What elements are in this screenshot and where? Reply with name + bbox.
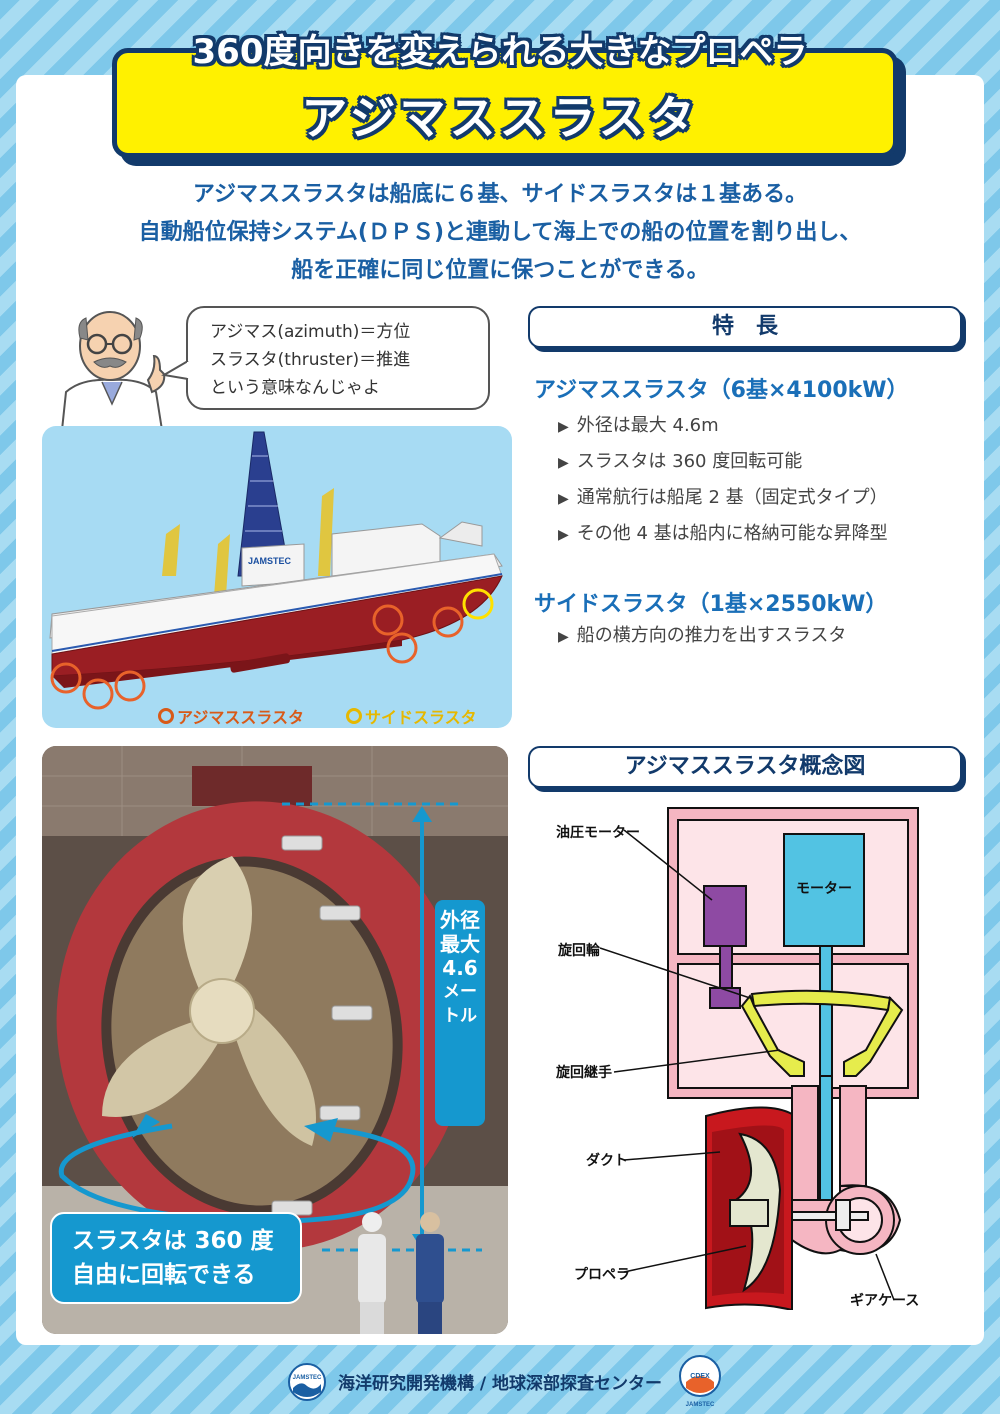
list-item: ▶ 通常航行は船尾 2 基（固定式タイプ） bbox=[558, 480, 888, 516]
label-hydraulic-motor: 油圧モーター bbox=[556, 825, 640, 841]
label-slewing-ring: 旋回輪 bbox=[558, 943, 600, 959]
legend-azimuth-label: アジマススラスタ bbox=[177, 708, 305, 727]
thruster-photo bbox=[42, 746, 508, 1334]
azimuth-thruster-marker bbox=[386, 632, 418, 664]
svg-text:JAMSTEC: JAMSTEC bbox=[293, 1375, 322, 1381]
speech-bubble-tail bbox=[161, 360, 190, 380]
rotation-line: 自由に回転できる bbox=[72, 1262, 256, 1288]
title-box bbox=[112, 48, 898, 158]
azimuth-thruster-marker bbox=[82, 678, 114, 710]
dimension-line: メートル bbox=[443, 982, 477, 1026]
thruster-photo-illustration bbox=[42, 746, 508, 1334]
triangle-bullet-icon: ▶ bbox=[558, 629, 569, 645]
page-subtitle: 360度向きを変えられる大きなプロペラ bbox=[192, 32, 808, 72]
legend-azimuth: アジマススラスタ bbox=[158, 704, 304, 728]
list-item-text: 外径は最大 4.6m bbox=[576, 415, 719, 436]
intro-line: アジマススラスタは船底に６基、サイドスラスタは１基ある。 bbox=[192, 182, 808, 207]
professor-illustration bbox=[60, 311, 166, 430]
triangle-bullet-icon: ▶ bbox=[558, 419, 569, 435]
ship-illustration-panel: JAMSTEC bbox=[42, 426, 512, 728]
side-thruster-marker bbox=[462, 588, 494, 620]
label-gear-case: ギアケース bbox=[850, 1293, 920, 1309]
list-item-text: 通常航行は船尾 2 基（固定式タイプ） bbox=[576, 487, 888, 508]
legend-ring-icon bbox=[158, 708, 174, 724]
dimension-line: 最大 bbox=[440, 932, 480, 956]
legend-side-label: サイドスラスタ bbox=[365, 708, 477, 727]
rotation-callout: スラスタは 360 度 自由に回転できる bbox=[50, 1212, 302, 1304]
dimension-label-box bbox=[435, 900, 485, 1126]
intro-line: 自動船位保持システム(ＤＰＳ)と連動して海上での船の位置を割り出し、 bbox=[138, 220, 862, 245]
list-item: ▶ スラスタは 360 度回転可能 bbox=[558, 444, 888, 480]
cdex-logo: CDEX JAMSTEC bbox=[679, 1355, 721, 1408]
list-item-text: その他 4 基は船内に格納可能な昇降型 bbox=[576, 523, 888, 544]
dimension-line: 4.6 bbox=[442, 956, 478, 980]
jamstec-logo: JAMSTEC bbox=[288, 1363, 326, 1401]
side-feature-list: ▶ 船の横方向の推力を出すスラスタ bbox=[558, 618, 846, 654]
azimuth-thruster-diagram bbox=[599, 807, 919, 1310]
dimension-label: 外径 最大 4.6 メートル bbox=[440, 908, 480, 1028]
footer-organization: 海洋研究開発機構 / 地球深部探査センター bbox=[338, 1374, 663, 1394]
list-item: ▶ その他 4 基は船内に格納可能な昇降型 bbox=[558, 516, 888, 552]
side-section-title: サイドスラスタ（1基×2550kW） bbox=[534, 592, 888, 617]
ship-illustration: JAMSTEC bbox=[49, 431, 503, 710]
azimuth-thruster-marker bbox=[432, 606, 464, 638]
rotation-line: スラスタは 360 度 bbox=[72, 1228, 274, 1254]
azimuth-thruster-marker bbox=[50, 662, 82, 694]
list-item: ▶ 船の横方向の推力を出すスラスタ bbox=[558, 618, 846, 654]
legend-side: サイドスラスタ bbox=[346, 704, 477, 728]
legend-ring-icon bbox=[346, 708, 362, 724]
label-duct: ダクト bbox=[586, 1153, 628, 1169]
list-item-text: スラスタは 360 度回転可能 bbox=[576, 451, 803, 472]
azimuth-thruster-marker bbox=[372, 604, 404, 636]
svg-text:JAMSTEC: JAMSTEC bbox=[686, 1402, 715, 1408]
label-swivel-joint: 旋回継手 bbox=[556, 1065, 612, 1081]
dimension-line: 外径 bbox=[440, 908, 480, 932]
diagram-header: アジマススラスタ概念図 bbox=[528, 746, 962, 788]
speech-bubble: アジマス(azimuth)＝方位 スラスタ(thruster)＝推進 という意味… bbox=[186, 306, 490, 410]
page-title: アジマススラスタ bbox=[301, 91, 699, 145]
triangle-bullet-icon: ▶ bbox=[558, 491, 569, 507]
azimuth-thruster-marker bbox=[114, 670, 146, 702]
list-item: ▶ 外径は最大 4.6m bbox=[558, 408, 888, 444]
svg-text:CDEX: CDEX bbox=[690, 1373, 710, 1380]
intro-line: 船を正確に同じ位置に保つことができる。 bbox=[291, 258, 709, 283]
list-item-text: 船の横方向の推力を出すスラスタ bbox=[576, 625, 847, 646]
triangle-bullet-icon: ▶ bbox=[558, 455, 569, 471]
speech-line: スラスタ(thruster)＝推進 bbox=[210, 350, 411, 370]
label-propeller: プロペラ bbox=[574, 1267, 630, 1283]
speech-line: という意味なんじゃよ bbox=[210, 378, 380, 398]
features-header: 特 長 bbox=[528, 306, 962, 348]
intro-text: アジマススラスタは船底に６基、サイドスラスタは１基ある。 自動船位保持システム(… bbox=[60, 176, 940, 290]
ship-hull-logo: JAMSTEC bbox=[248, 556, 292, 566]
azimuth-section-title: アジマススラスタ（6基×4100kW） bbox=[534, 378, 909, 403]
azimuth-feature-list: ▶ 外径は最大 4.6m ▶ スラスタは 360 度回転可能 ▶ 通常航行は船尾 2 … bbox=[558, 408, 888, 552]
speech-line: アジマス(azimuth)＝方位 bbox=[210, 322, 411, 342]
triangle-bullet-icon: ▶ bbox=[558, 527, 569, 543]
label-motor: モーター bbox=[796, 881, 852, 897]
